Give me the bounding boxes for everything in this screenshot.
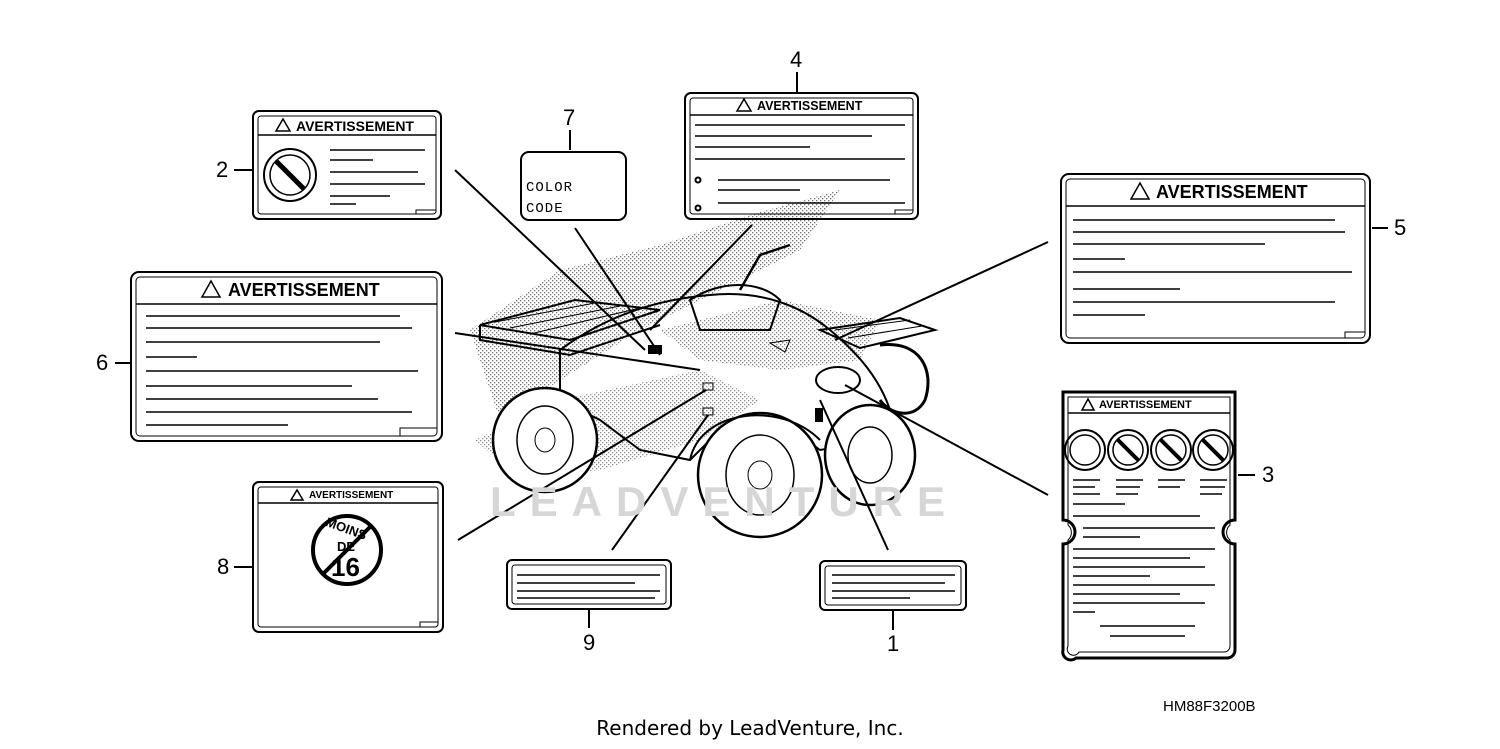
decal-1 (819, 560, 967, 611)
decal-6-title: AVERTISSEMENT (228, 280, 380, 300)
decal-9 (506, 559, 672, 610)
callout-5: 5 (1394, 215, 1407, 240)
callout-2: 2 (216, 157, 229, 182)
callout-3: 3 (1262, 462, 1275, 487)
decal-3-title: AVERTISSEMENT (1099, 399, 1192, 411)
decal-6 (130, 271, 443, 442)
decal-3 (1061, 390, 1237, 662)
age-warning-number: 16 (331, 552, 360, 582)
callout-1: 1 (887, 631, 900, 656)
atv-illustration (470, 190, 939, 539)
decal-2-title: AVERTISSEMENT (296, 118, 414, 134)
callout-7: 7 (563, 105, 576, 130)
callout-8: 8 (217, 554, 230, 579)
decal-5-title: AVERTISSEMENT (1156, 182, 1308, 202)
age-warning-line2: DE (337, 539, 356, 554)
color-code-line2: CODE (526, 201, 564, 217)
watermark: LEADVENTURE (490, 478, 960, 525)
leader-lines (115, 72, 1388, 630)
decal-7 (520, 151, 627, 221)
callout-6: 6 (96, 350, 109, 375)
decal-4 (684, 92, 919, 220)
decal-2 (252, 110, 442, 220)
warning-triangle-icons (200, 97, 1151, 501)
decal-5 (1060, 173, 1371, 344)
decal-4-title: AVERTISSEMENT (757, 99, 863, 113)
callout-9: 9 (583, 630, 596, 655)
color-code-line1: COLOR (526, 180, 574, 196)
decal-8-title: AVERTISSEMENT (309, 490, 394, 501)
part-code: HM88F3200B (1163, 698, 1256, 715)
footer-credit: Rendered by LeadVenture, Inc. (596, 716, 904, 740)
callout-4: 4 (790, 47, 803, 72)
decal-8 (252, 481, 444, 633)
